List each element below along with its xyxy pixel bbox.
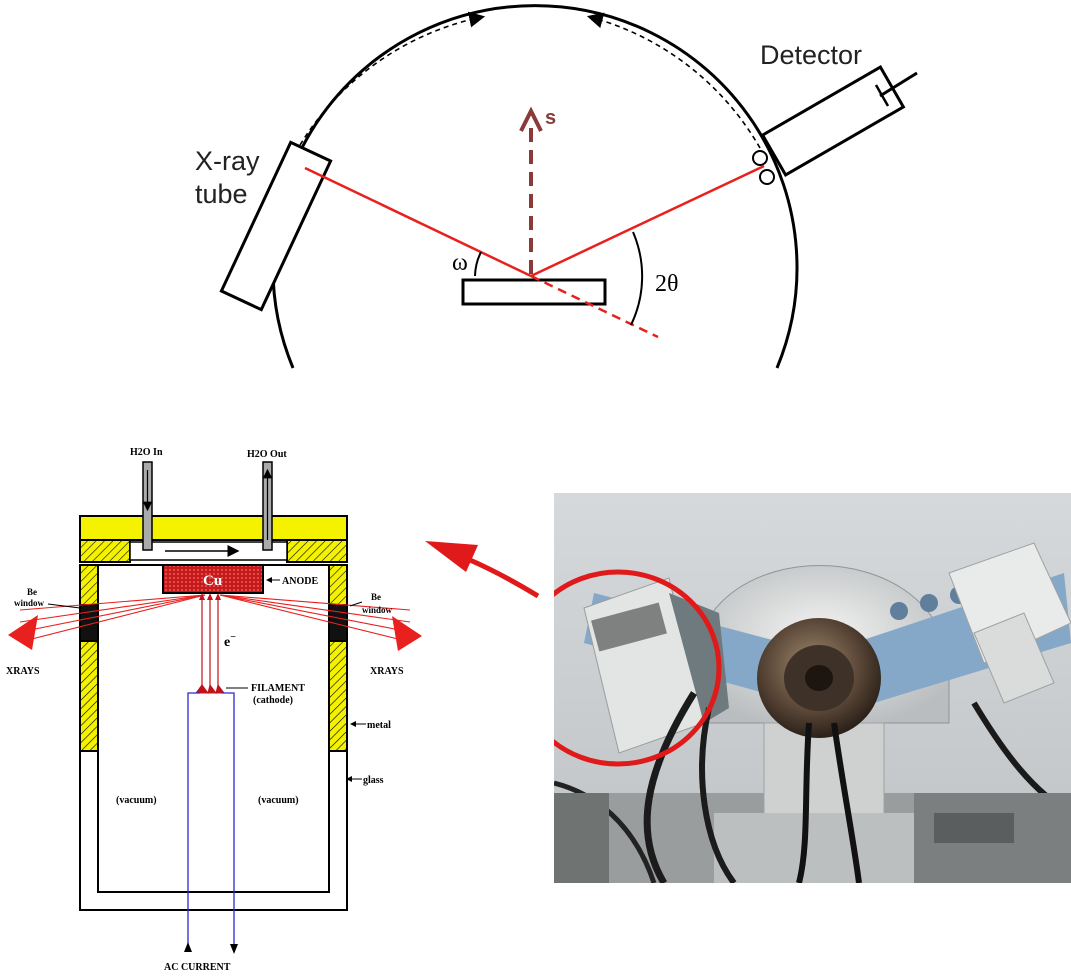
be-window-left (79, 604, 99, 642)
xray-arrow-left (8, 615, 38, 650)
detector-body (760, 65, 906, 177)
electron-arrowheads (199, 593, 221, 600)
be-window-right (328, 604, 348, 642)
detector-motion-arc (586, 12, 761, 149)
be-window-left-label-1: Be (27, 587, 37, 597)
detector-slit (874, 84, 890, 107)
glass-envelope-inner (97, 564, 330, 893)
vacuum-right-label: (vacuum) (258, 795, 299, 806)
water-in-pipe (142, 461, 153, 551)
electron-symbol: e (224, 635, 230, 650)
metal-label: metal (367, 720, 391, 731)
ac-wire-right (222, 692, 235, 950)
xray-tube-label-line1: X-ray (195, 146, 260, 176)
be-window-right-label-2: window (362, 605, 393, 615)
housing-top-hatch-right (286, 539, 348, 563)
metal-wall-left-lower (79, 640, 99, 752)
anode-label: ANODE (282, 576, 318, 587)
diffractometer-photo (554, 493, 1071, 883)
glass-envelope-outer (79, 564, 348, 911)
ac-arrow-down (230, 944, 238, 954)
xrays-right-label: XRAYS (370, 666, 404, 677)
anode-leader-head (266, 577, 272, 583)
xray-tube-body (219, 140, 333, 312)
ac-arrow-up (184, 942, 192, 952)
incident-beam (304, 166, 532, 278)
water-out-label: H2O Out (247, 449, 287, 460)
water-channel (129, 541, 288, 561)
cathode-label: (cathode) (253, 695, 293, 706)
water-out-pipe (262, 461, 273, 551)
be-left-leader (47, 603, 81, 609)
metal-wall-left-upper (79, 564, 99, 606)
tube-motion-arc (299, 11, 486, 146)
metal-wall-right-upper (328, 564, 348, 606)
omega-arc (474, 251, 482, 277)
be-right-leader (349, 601, 363, 607)
normal-vector-label: s (545, 107, 556, 129)
detector-slit-circle-2 (759, 169, 775, 185)
housing-top-cap (79, 515, 348, 541)
xray-beams-right (219, 594, 411, 643)
metal-leader-head (350, 721, 356, 727)
water-in-label: H2O In (130, 447, 163, 458)
glass-label: glass (363, 775, 384, 786)
diffractometer-photo-illustration (554, 493, 1071, 883)
xrays-left-label: XRAYS (6, 666, 40, 677)
glass-leader-head (346, 776, 352, 782)
ac-wire-left (187, 692, 200, 950)
xray-beams-left (19, 594, 206, 643)
anode-material-label: Cu (203, 573, 222, 589)
electron-beams (201, 598, 219, 690)
diffracted-beam (530, 164, 765, 278)
goniometer-diagram: X-ray tube Detector s ω 2θ (195, 4, 918, 369)
vacuum-left-label: (vacuum) (116, 795, 157, 806)
pointer-arrow-head (425, 541, 478, 572)
tube-highlight-circle (554, 569, 722, 767)
be-window-left-label-2: window (14, 598, 45, 608)
electron-charge: − (230, 632, 236, 643)
ac-current-label: AC CURRENT (164, 962, 231, 973)
metal-wall-right-lower (328, 640, 348, 752)
two-theta-label: 2θ (655, 271, 679, 297)
electron-label: e− (224, 632, 236, 650)
housing-top-hatch-left (79, 539, 131, 563)
filament (195, 683, 225, 695)
xray-tube-label-line2: tube (195, 179, 248, 209)
detector-slit-circle-1 (752, 150, 768, 166)
omega-label: ω (452, 250, 468, 276)
transmitted-beam-extension (530, 274, 659, 339)
detector-label: Detector (760, 40, 862, 70)
sample-plate (461, 278, 607, 306)
filament-label: FILAMENT (251, 683, 305, 694)
detector-cable (879, 71, 918, 98)
xray-arrow-right (392, 616, 422, 651)
normal-vector-arrowhead (519, 106, 543, 132)
pointer-arrow-shaft (468, 557, 540, 599)
anode-block (162, 564, 264, 594)
be-window-right-label-1: Be (371, 592, 381, 602)
two-theta-arc (630, 231, 644, 326)
